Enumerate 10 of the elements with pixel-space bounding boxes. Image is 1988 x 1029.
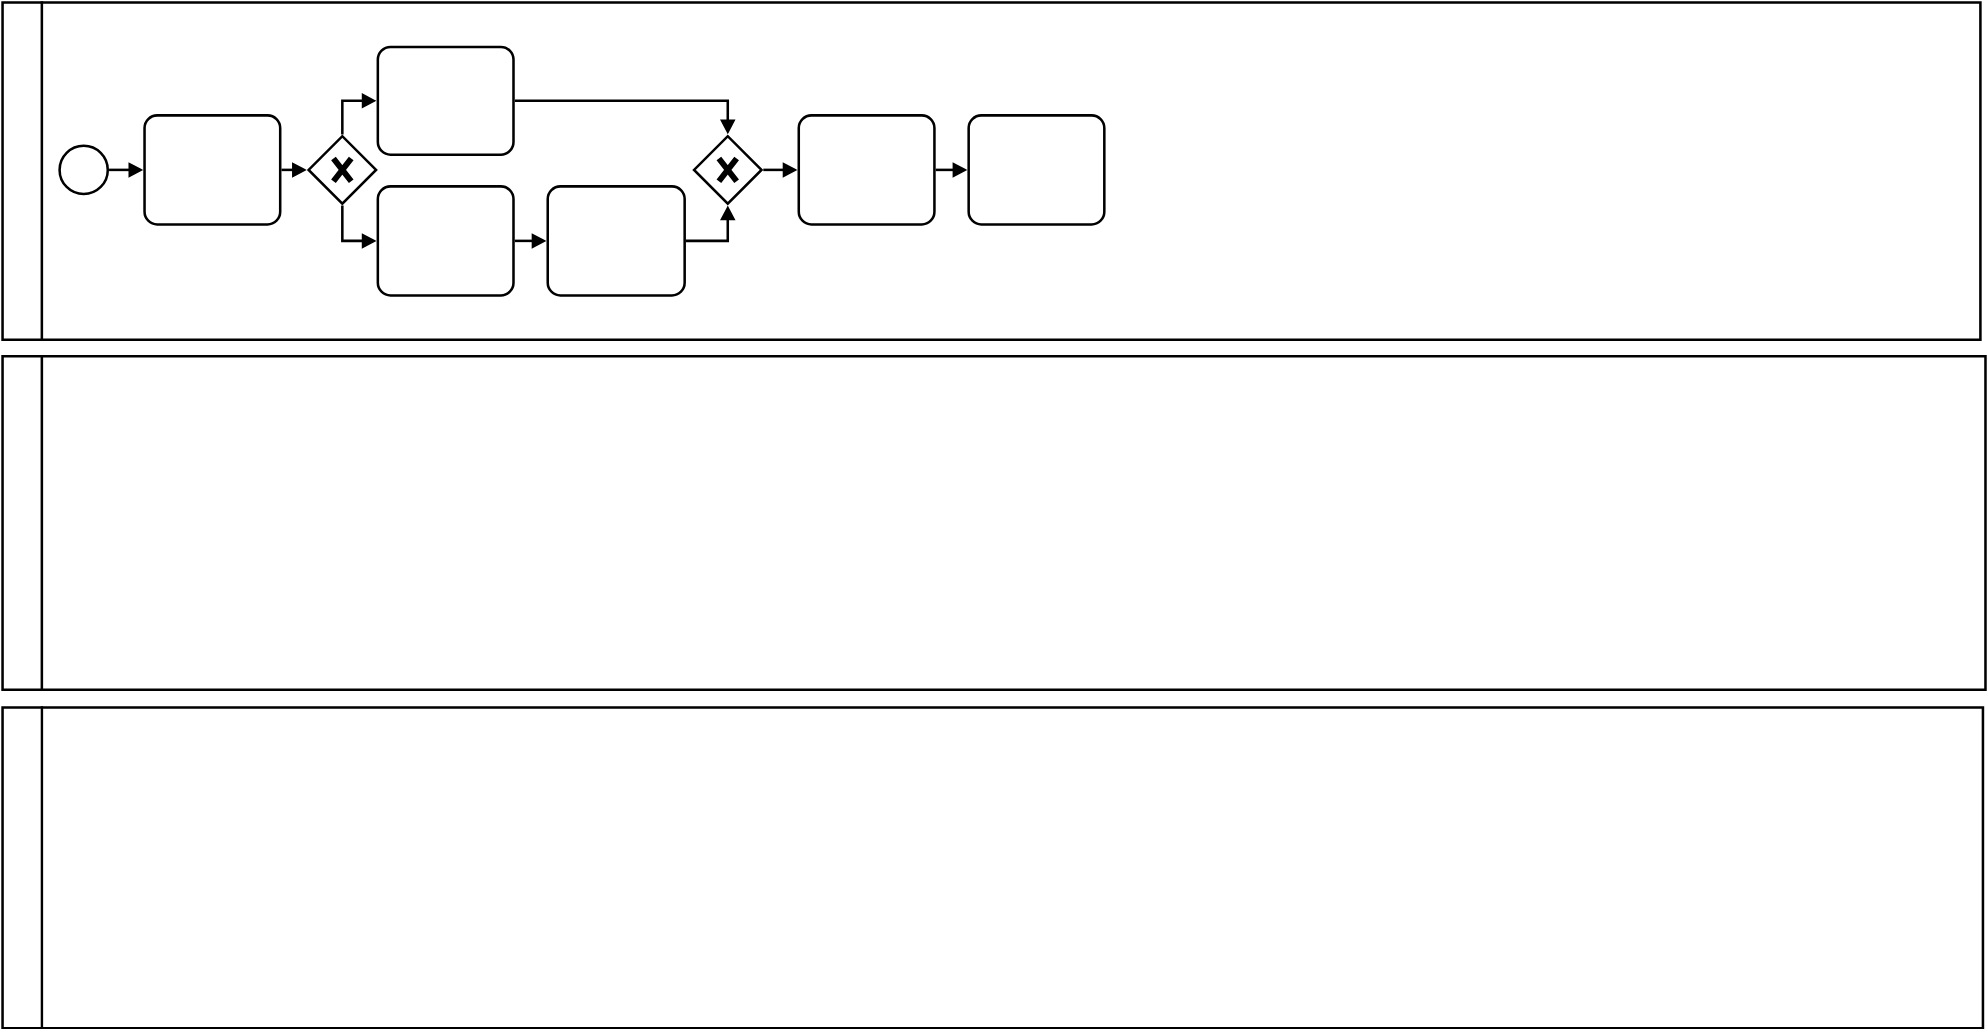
task-box (376, 45, 515, 156)
pool-lane (1, 1, 1982, 341)
pool-lane (1, 354, 1987, 691)
pool-lane (1, 705, 1985, 1029)
task-box (546, 184, 686, 297)
start-event-circle (58, 144, 110, 195)
task-box (376, 184, 515, 297)
task-box (797, 113, 936, 226)
task-box (967, 113, 1106, 226)
task-box (143, 113, 282, 226)
